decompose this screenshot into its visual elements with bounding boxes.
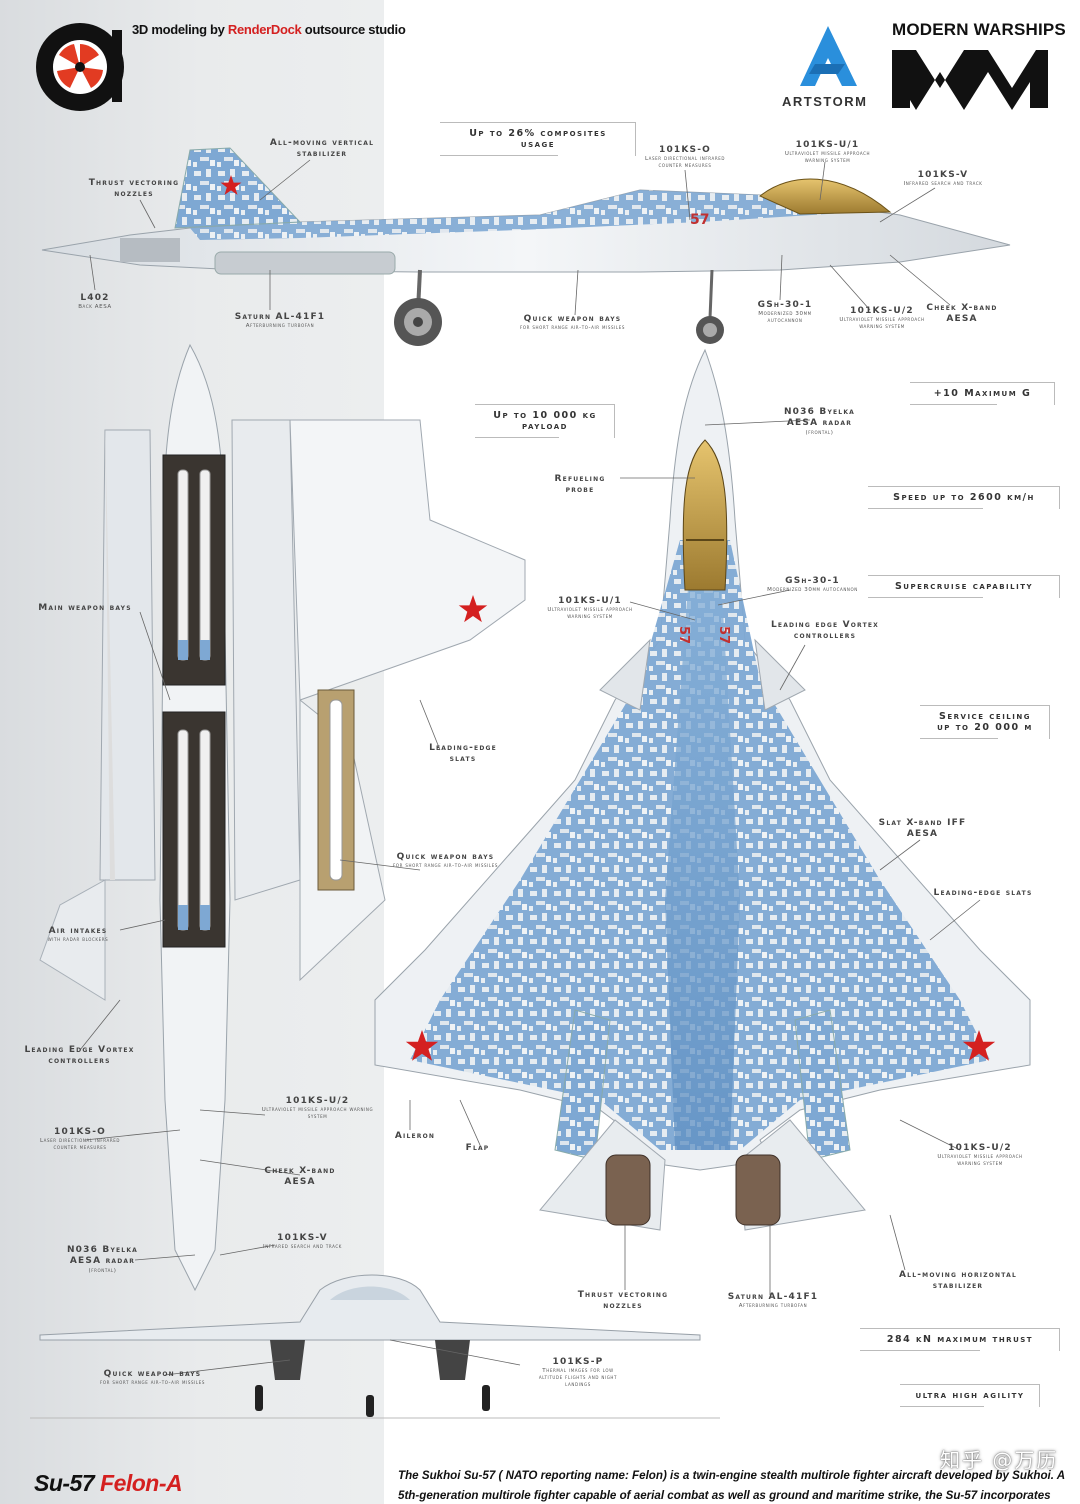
label-flap: Flap [465, 1143, 490, 1153]
credit-prefix: 3D modeling by [132, 22, 228, 37]
underside-view-aircraft [39, 343, 526, 1292]
spec-supercruise: Supercruise capability [868, 575, 1060, 598]
studio-logo-icon [36, 23, 124, 111]
label-n036-top: N036 Byelka AESA radar(frontal) [783, 407, 856, 436]
spec-composites: Up to 26% composites usage [440, 122, 636, 156]
credit-suffix: outsource studio [301, 22, 406, 37]
label-levcon-underside: Leading Edge Vortex controllers [24, 1045, 135, 1067]
description-line-1: The Sukhoi Su-57 ( NATO reporting name: … [398, 1469, 1066, 1482]
description: The Sukhoi Su-57 ( NATO reporting name: … [398, 1466, 1066, 1504]
side-number-label: 57 [690, 212, 709, 228]
side-number-top-left: 57 [676, 626, 691, 644]
model-name: Su-57 [34, 1470, 95, 1496]
description-line-2: 5th-generation multirole fighter capable… [398, 1489, 1051, 1502]
label-main-weapon-bays: Main weapon bays [38, 603, 132, 613]
label-levcon-top: Leading edge Vortex controllers [770, 620, 880, 642]
spec-speed: Speed up to 2600 km/h [868, 486, 1060, 509]
label-vertical-stabilizer: All-moving vertical stabilizer [269, 138, 375, 160]
watermark: 知乎 @万历 [940, 1448, 1059, 1472]
spec-ceiling: Service ceiling up to 20 000 m [920, 705, 1050, 739]
spec-agility: ultra high agility [900, 1384, 1040, 1407]
modern-warships-logo-icon [892, 50, 1048, 110]
spec-payload: Up to 10 000 kg payload [475, 404, 615, 438]
label-aileron: Aileron [394, 1131, 436, 1141]
studio-credit: 3D modeling by RenderDock outsource stud… [132, 22, 406, 37]
label-cheek-aesa-underside: Cheek X-band AESA [264, 1166, 336, 1188]
label-slats-top: Leading-edge slats [933, 888, 1033, 898]
spec-max-g: +10 Maximum G [910, 382, 1055, 405]
label-n036-underside: N036 Byelka AESA radar(frontal) [66, 1245, 139, 1274]
label-horizontal-stabilizer: All-moving horizontal stabilizer [899, 1270, 1017, 1292]
label-cheek-aesa-side: Cheek X-band AESA [926, 303, 998, 325]
artstorm-logo-icon [800, 26, 857, 86]
spec-thrust: 284 kN maximum thrust [860, 1328, 1060, 1351]
label-thrust-vectoring-side: Thrust vectoring nozzles [88, 178, 180, 200]
credit-highlight: RenderDock [227, 22, 302, 37]
artstorm-wordmark: ARTSTORM [782, 94, 868, 109]
label-slat-iff: Slat X-band IFF AESA [878, 818, 967, 840]
model-variant: Felon-A [94, 1470, 183, 1496]
label-refueling-probe: Refueling probe [554, 474, 606, 496]
model-title: Su-57 Felon-A [34, 1470, 183, 1497]
label-slats-underside: Leading-edge slats [429, 743, 497, 765]
modern-warships-wordmark: MODERN WARSHIPS [892, 20, 1066, 39]
label-thrust-vectoring-top: Thrust vectoring nozzles [577, 1290, 669, 1312]
side-view-aircraft: 57 [41, 147, 1011, 346]
side-number-top-right: 57 [716, 626, 731, 644]
top-view-aircraft: 57 57 [374, 348, 1031, 1231]
callout-lines [79, 159, 981, 1376]
